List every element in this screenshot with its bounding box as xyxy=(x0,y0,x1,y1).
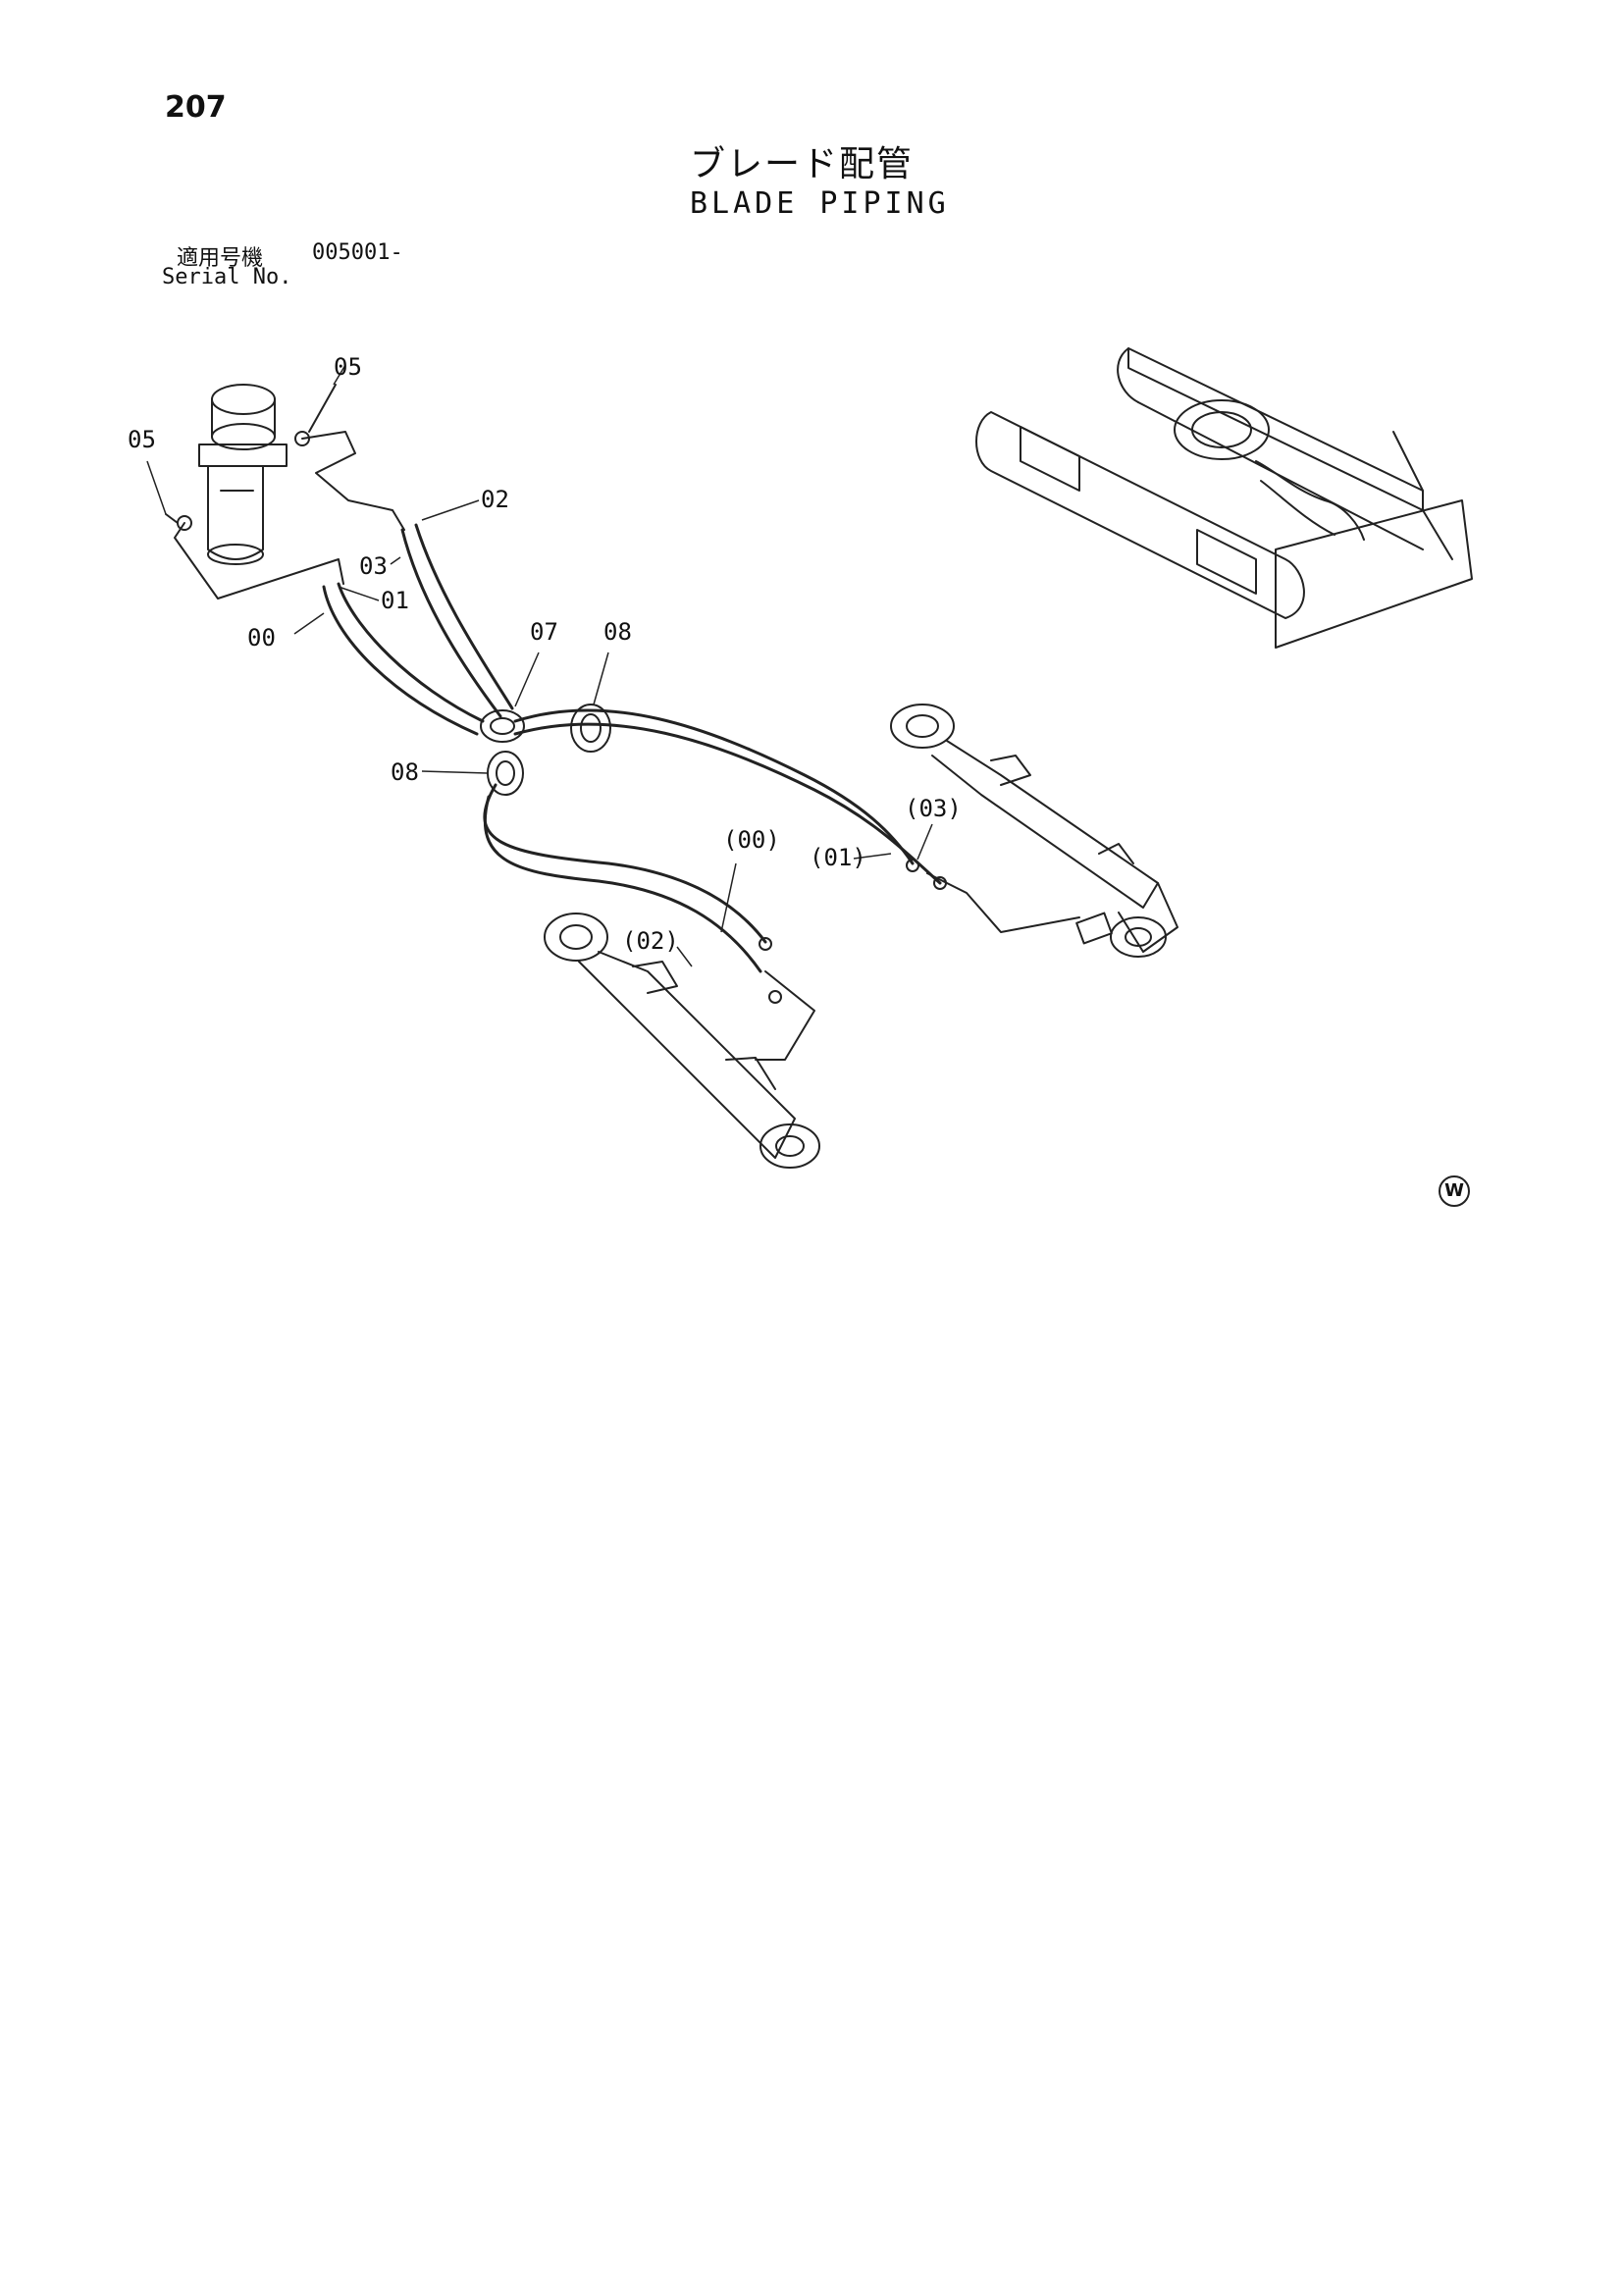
callout-07: 07 xyxy=(530,618,558,646)
serial-label-japanese: 適用号機 xyxy=(177,246,264,271)
callout-08-left: 08 xyxy=(391,758,419,786)
page-number: 207 xyxy=(165,90,227,125)
clamp-07 xyxy=(480,709,525,743)
callout-01: 01 xyxy=(381,587,409,614)
page-title-japanese: ブレード配管 xyxy=(690,144,915,184)
callout-08-right: 08 xyxy=(603,618,632,646)
callout-00-paren: (00) xyxy=(723,826,780,854)
callout-05-left: 05 xyxy=(128,426,156,453)
callout-02-paren: (02) xyxy=(622,927,679,955)
fitting-05-top xyxy=(294,384,337,446)
machine-overview xyxy=(975,347,1473,649)
fitting-05-left xyxy=(165,513,192,531)
clamp-08-right xyxy=(570,704,611,753)
callout-00: 00 xyxy=(247,624,276,652)
cylinder-lower xyxy=(544,913,820,1169)
page-title-english: BLADE PIPING xyxy=(690,186,950,221)
callout-01-paren: (01) xyxy=(810,844,866,871)
serial-number-value: 005001- xyxy=(312,240,403,265)
cylinder-right xyxy=(890,704,1178,958)
callout-05-top: 05 xyxy=(334,353,362,381)
w-mark-icon: W xyxy=(1439,1175,1470,1207)
serial-label-english: Serial No. xyxy=(162,265,292,289)
callout-03-paren: (03) xyxy=(905,795,962,822)
swivel-joint xyxy=(198,384,288,565)
callout-02: 02 xyxy=(481,486,509,513)
callout-03: 03 xyxy=(359,552,388,580)
